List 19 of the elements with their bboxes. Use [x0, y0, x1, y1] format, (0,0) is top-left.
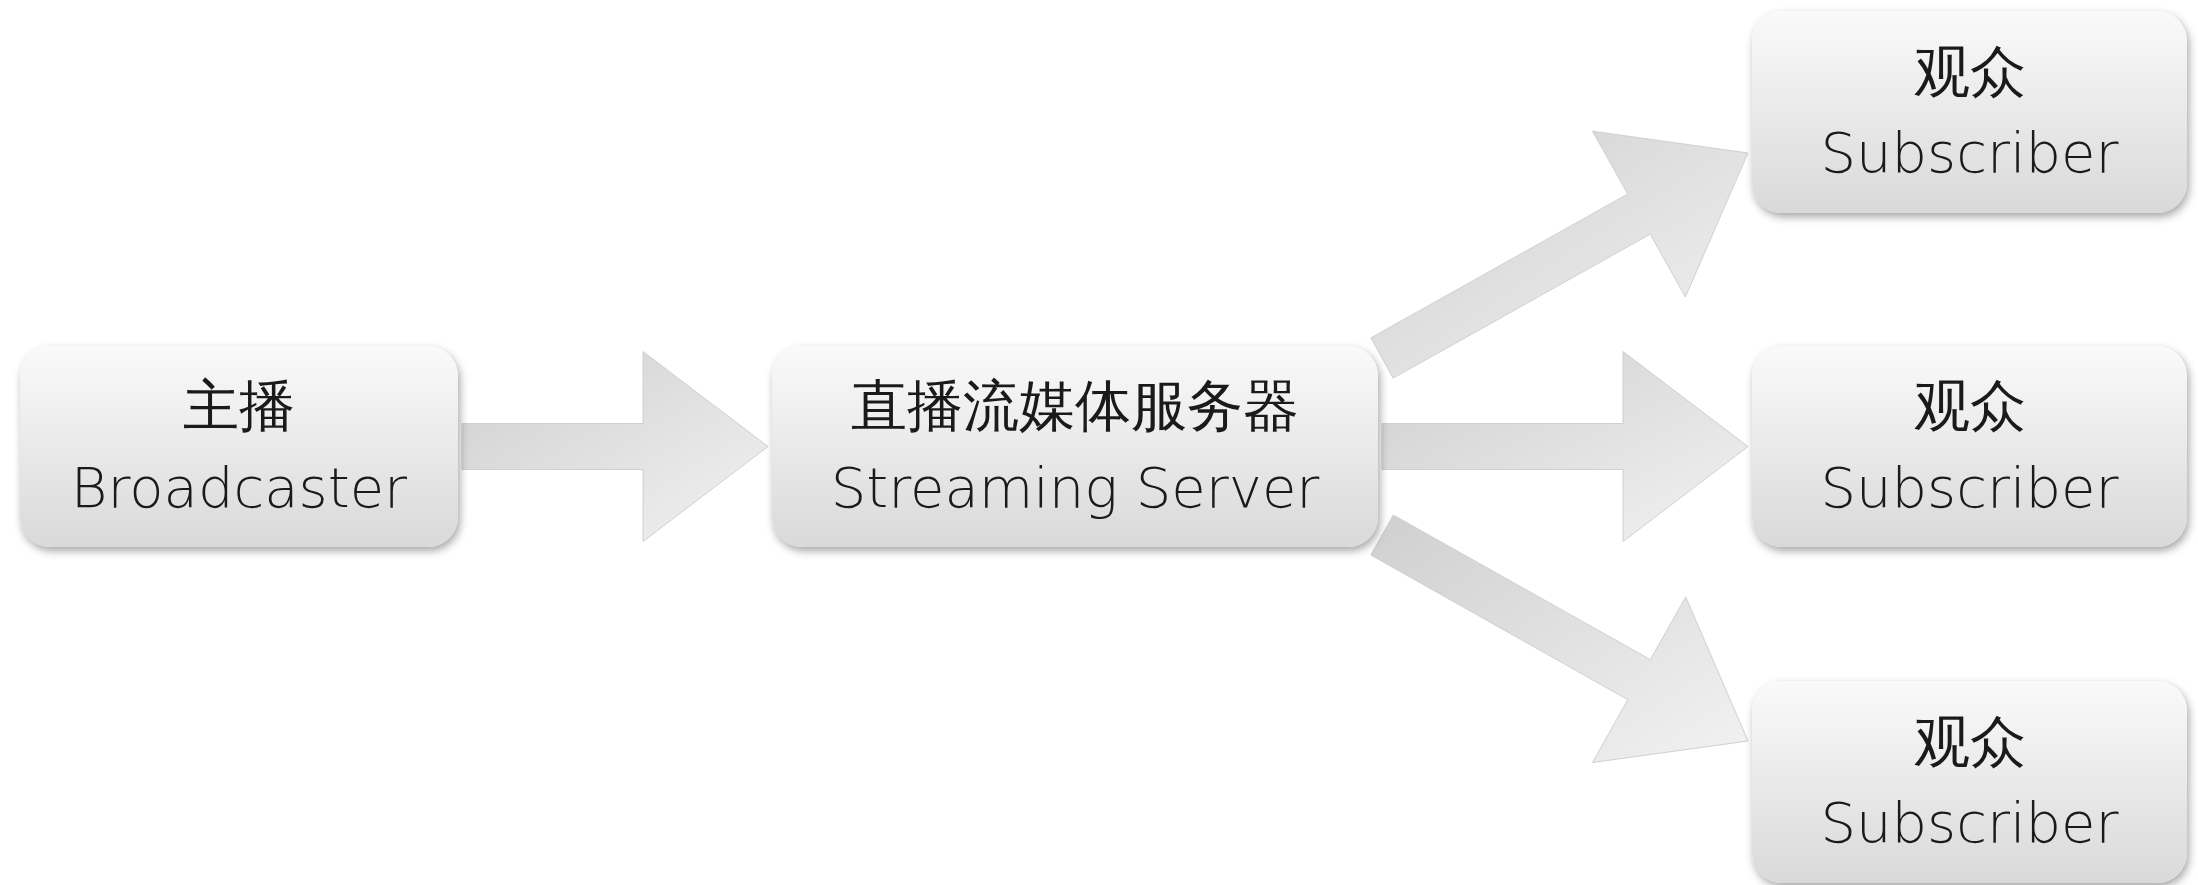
node-subtitle: Subscriber — [1820, 789, 2119, 857]
node-subtitle: Subscriber — [1820, 119, 2119, 187]
node-title: 直播流媒体服务器 — [851, 372, 1299, 441]
block-arrow — [1381, 351, 1749, 542]
block-arrow — [1370, 130, 1749, 379]
node-subtitle: Streaming Server — [830, 453, 1320, 522]
rounded-box — [20, 346, 458, 547]
rounded-box — [1752, 681, 2187, 883]
rounded-box — [1752, 11, 2187, 213]
block-arrow — [461, 351, 769, 542]
node-title: 观众 — [1913, 372, 2026, 441]
node-title: 观众 — [1913, 707, 2026, 776]
node-subtitle: Broadcaster — [70, 453, 408, 522]
block-arrow — [1370, 514, 1749, 763]
node-subtitle: Subscriber — [1820, 453, 2119, 522]
rounded-box — [772, 346, 1378, 547]
rounded-box — [1752, 346, 2187, 547]
node-title: 观众 — [1913, 37, 2026, 106]
node-title: 主播 — [183, 372, 295, 441]
